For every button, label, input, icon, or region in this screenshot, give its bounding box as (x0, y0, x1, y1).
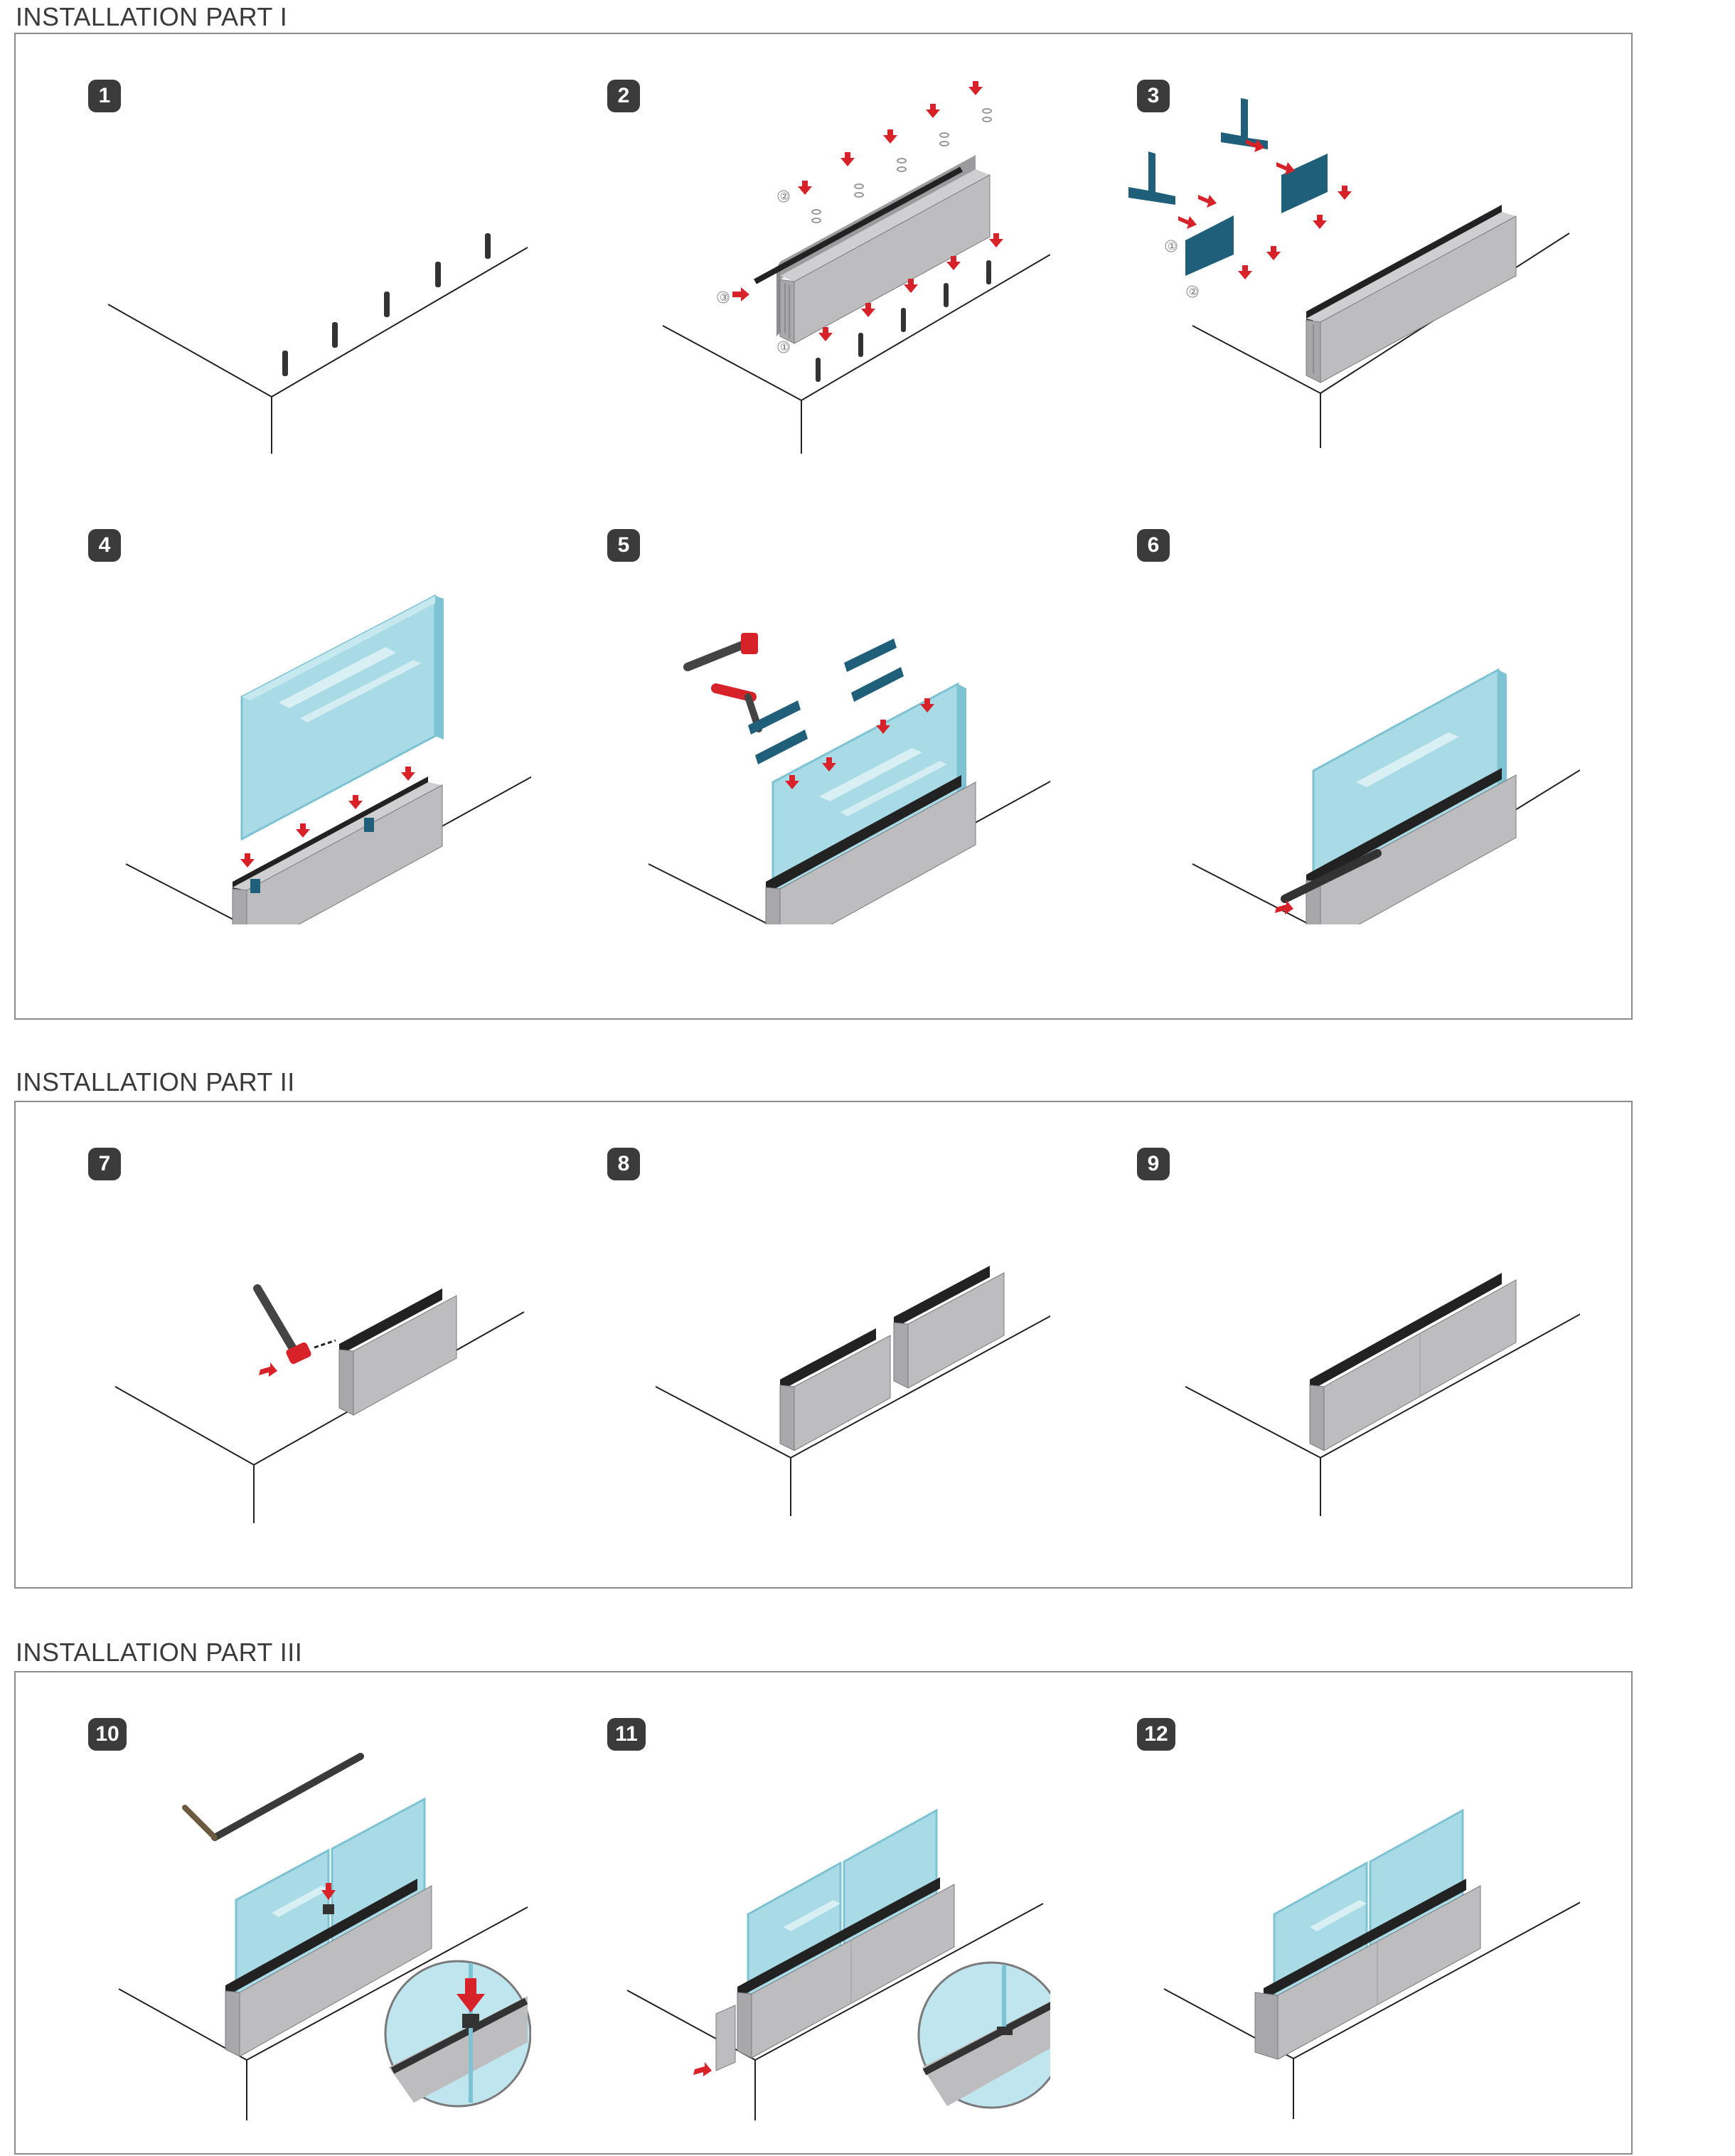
step-9-illustration (1185, 1273, 1580, 1516)
detail-magnifier (917, 1961, 1050, 2109)
step-6-illustration (1192, 668, 1580, 924)
step-badge-7: 7 (88, 1148, 121, 1180)
step-5-illustration (648, 633, 1050, 924)
glazing-clips (1128, 98, 1328, 276)
end-cap (715, 2005, 736, 2071)
wedge-gaskets (748, 639, 904, 764)
washers (811, 108, 992, 223)
base-profile (232, 777, 443, 924)
step-7: 7 (16, 1102, 531, 1543)
step-11-illustration (626, 1808, 1050, 2120)
step-badge-10: 10 (88, 1718, 127, 1751)
callout-1: ① (780, 341, 789, 353)
panel-part-1: 1 2 (14, 33, 1633, 1020)
step-9: 9 (1064, 1102, 1580, 1543)
joint-tool-rod (211, 1753, 364, 1841)
base-profile-left (779, 1328, 891, 1451)
rubber-seal-roller (1281, 849, 1382, 903)
step-7-illustration (114, 1284, 525, 1523)
section-title-part-1: INSTALLATION PART I (16, 2, 288, 31)
section-title-part-3: INSTALLATION PART III (16, 1638, 303, 1667)
anchor-bolts (282, 233, 491, 376)
anchor-bolts (816, 260, 991, 382)
step-badge-6: 6 (1137, 529, 1170, 562)
joined-base-profile (1309, 1273, 1517, 1451)
base-profile (776, 155, 991, 344)
step-10-illustration (118, 1753, 531, 2120)
step-10: 10 (16, 1672, 531, 2120)
base-profile-right (893, 1266, 1005, 1389)
glass-panel (240, 594, 444, 841)
red-arrows (1178, 139, 1352, 279)
step-1: 1 (16, 34, 531, 475)
step-badge-5: 5 (607, 529, 640, 562)
callout-1: ① (1168, 240, 1177, 252)
rubber-gasket (754, 166, 963, 284)
step-badge-2: 2 (607, 80, 640, 112)
red-arrow (1275, 900, 1293, 914)
base-profile (225, 1879, 432, 2057)
red-arrow (259, 1362, 277, 1377)
step-11: 11 (535, 1672, 1050, 2120)
step-badge-11: 11 (607, 1718, 646, 1751)
step-4: 4 (16, 484, 531, 924)
step-badge-12: 12 (1137, 1718, 1175, 1751)
step-4-illustration (125, 594, 531, 924)
base-profile (1306, 205, 1517, 383)
step-5: 5 (535, 484, 1050, 924)
section-title-part-2: INSTALLATION PART II (16, 1067, 295, 1096)
base-profile (338, 1288, 457, 1416)
step-badge-3: 3 (1137, 80, 1170, 112)
panel-part-3: 10 (14, 1671, 1633, 2155)
step-1-illustration (107, 233, 528, 454)
step-badge-8: 8 (607, 1148, 640, 1180)
step-2: 2 (535, 34, 1050, 475)
detail-magnifier (384, 1960, 531, 2108)
step-3-illustration: ① ② (1128, 98, 1570, 448)
step-12-illustration (1163, 1808, 1580, 2119)
callout-2: ② (1189, 286, 1198, 297)
step-6: 6 (1064, 484, 1580, 924)
red-arrows (240, 767, 415, 868)
base-profile (737, 1877, 955, 2059)
red-arrows (785, 698, 934, 789)
step-8: 8 (535, 1102, 1050, 1543)
rubber-mallets (683, 633, 762, 732)
base-profile (1306, 768, 1517, 924)
step-2-illustration: ① ② ③ (662, 81, 1050, 454)
step-badge-1: 1 (88, 80, 121, 112)
red-arrow (693, 2062, 712, 2076)
panel-part-2: 7 8 (14, 1101, 1633, 1589)
rubber-mallet (253, 1284, 311, 1365)
step-12: 12 (1064, 1672, 1580, 2119)
base-profile-with-end-cap (1254, 1879, 1481, 2060)
step-badge-4: 4 (88, 529, 121, 562)
step-8-illustration (655, 1266, 1050, 1516)
red-arrows (732, 81, 1003, 341)
step-3: 3 (1064, 34, 1580, 475)
callout-3: ③ (720, 292, 729, 303)
callout-2: ② (780, 191, 789, 202)
base-profile (765, 775, 976, 924)
step-badge-9: 9 (1137, 1148, 1170, 1180)
